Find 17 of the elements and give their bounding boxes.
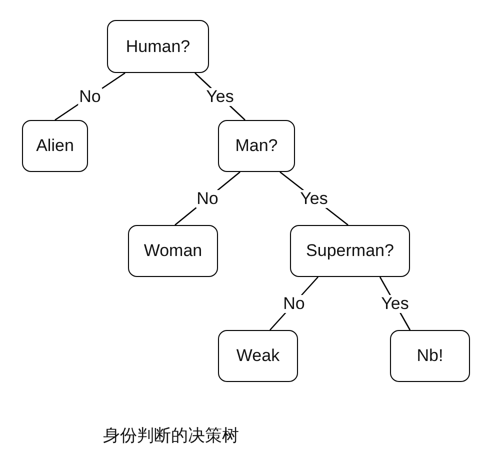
edge-label: No [196,190,220,208]
caption: 身份判断的决策树 [103,425,239,447]
decision-box: Nb! [390,330,470,382]
decision-box: Woman [128,225,218,277]
decision-box: Human? [107,20,209,73]
edge-label: Yes [299,190,329,208]
decision-box: Alien [22,120,88,172]
edge-label: Yes [205,88,235,106]
edge-label: Yes [380,294,410,312]
decision-box: Superman? [290,225,410,277]
decision-box: Man? [218,120,295,172]
connector-line [54,72,126,121]
connector-line [270,276,318,330]
decision-box: Weak [218,330,298,382]
edge-label: No [282,294,306,312]
connector-line [174,172,240,226]
edge-label: No [78,88,102,106]
